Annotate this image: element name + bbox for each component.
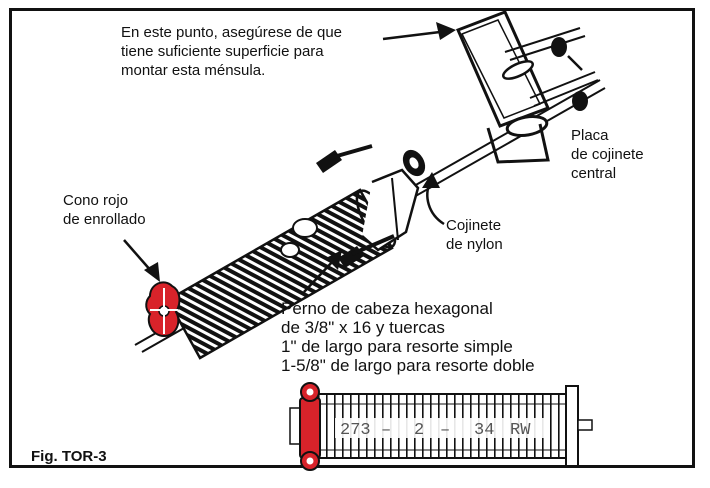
arrow-icon: [382, 22, 456, 41]
winding-cone: [145, 281, 181, 338]
figure-border: [9, 8, 695, 468]
spring-stamp-length: 34: [474, 421, 494, 440]
nylon-bearing-label: Cojinete de nylon: [446, 217, 503, 253]
arrow-icon: [303, 250, 342, 293]
center-plate-label: Placa de cojinete central: [571, 127, 644, 182]
bolt-spec-label: Perno de cabeza hexagonal de 3/8" x 16 y…: [281, 299, 535, 375]
figure-id: Fig. TOR-3: [31, 448, 107, 465]
arrow-icon: [422, 172, 445, 226]
spring-stamp-dash: –: [440, 421, 450, 440]
spring-stamp-wind: RW: [510, 421, 531, 440]
center-bearing-plate: [455, 10, 599, 164]
spring-stamp-code: 273: [340, 421, 371, 440]
spring-stamp-dash: –: [381, 421, 391, 440]
winding-cone-label: Cono rojo de enrollado: [63, 192, 146, 228]
spring-stamp-gauge: 2: [414, 421, 424, 440]
arrow-icon: [123, 239, 160, 282]
nylon-bearing-part: [402, 149, 426, 177]
stationary-cone: [361, 168, 420, 252]
spring-detail: 273 – 2 – 34 RW: [289, 382, 593, 471]
hex-bolt: [316, 144, 373, 173]
hex-bolt: [338, 234, 395, 268]
mount-surface-note: En este punto, asegúrese de que tiene su…: [121, 24, 343, 79]
